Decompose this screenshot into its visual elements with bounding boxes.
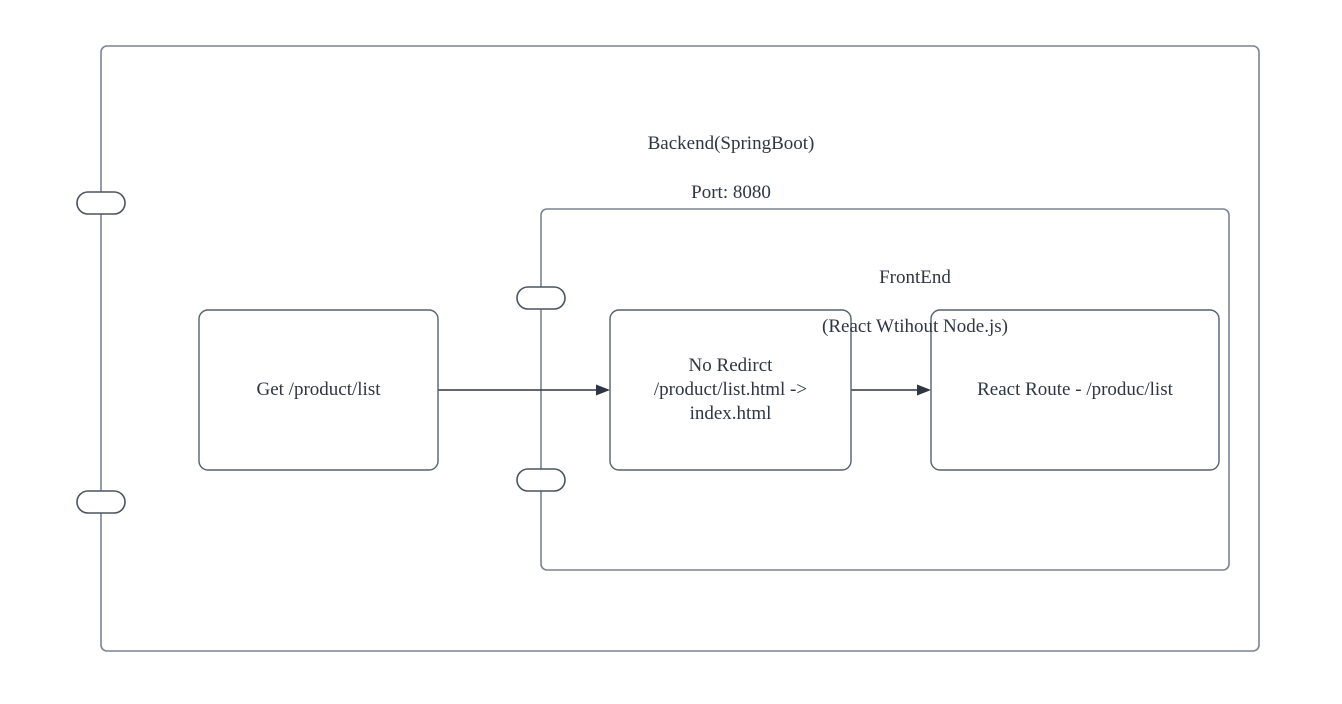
handle-backend-left-bottom[interactable] [76,490,126,514]
backend-container-outline[interactable] [100,45,1260,652]
node-react-route-box[interactable] [930,309,1220,471]
handle-frontend-left-bottom[interactable] [516,468,566,492]
handle-backend-left-top[interactable] [76,191,126,215]
edge-get-to-redirect-arrowhead [596,384,610,396]
node-no-redirect-box[interactable] [609,309,852,471]
edge-redirect-to-route-arrowhead [917,384,931,396]
node-get-product-list-box[interactable] [198,309,439,471]
handle-frontend-left-top[interactable] [516,286,566,310]
